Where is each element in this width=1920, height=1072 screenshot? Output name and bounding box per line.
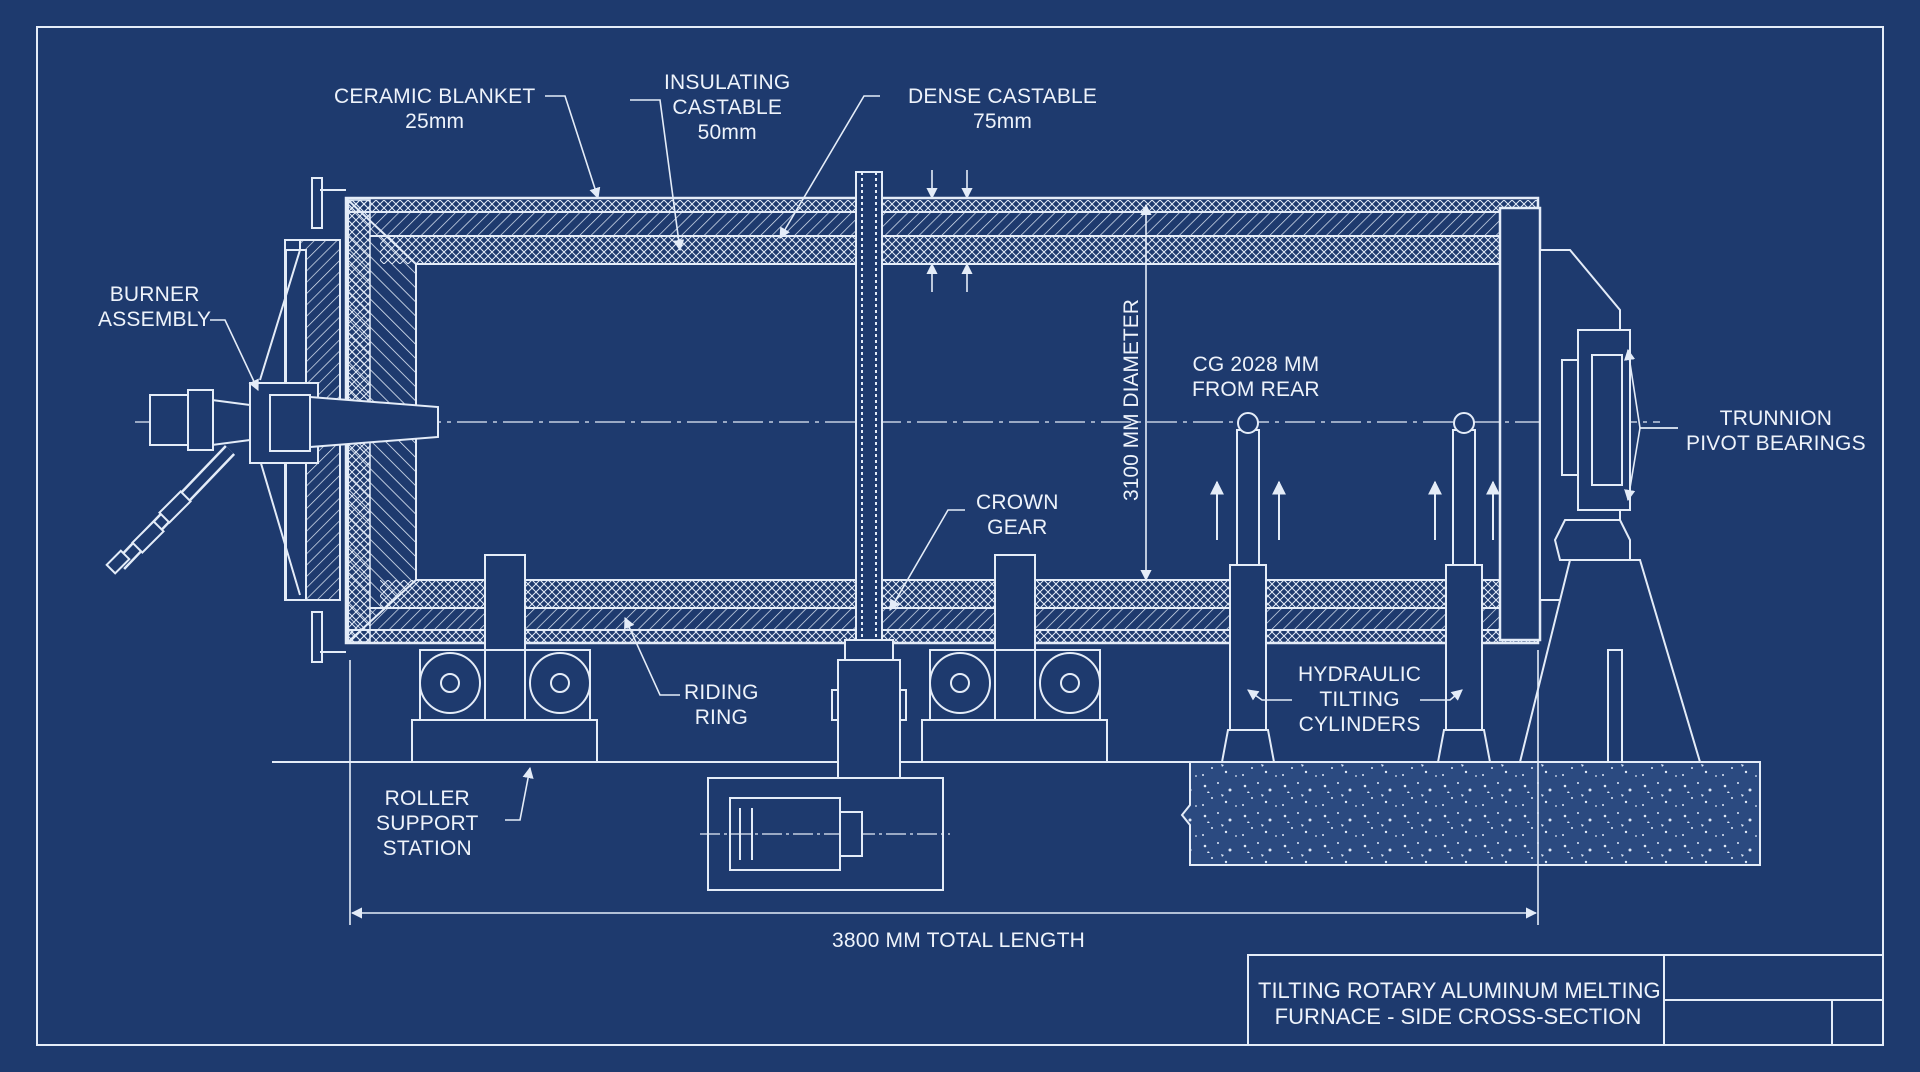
furnace-shell	[344, 196, 1542, 645]
title-block-frame	[1247, 954, 1884, 1046]
center-of-gravity-label: CG 2028 MM FROM REAR	[1192, 353, 1320, 401]
burner-assembly-label: BURNER ASSEMBLY	[98, 283, 212, 331]
drawing-title: TILTING ROTARY ALUMINUM MELTING FURNACE …	[1258, 978, 1661, 1029]
layer-thickness-dimension	[900, 170, 980, 292]
lift-arrows	[1210, 480, 1500, 540]
concrete-foundation	[1180, 761, 1761, 866]
length-dimension	[349, 650, 1539, 925]
roller-support-label: ROLLER SUPPORT STATION	[376, 787, 479, 860]
total-length-label: 3800 MM TOTAL LENGTH	[832, 929, 1085, 952]
trunnion-bearings-label: TRUNNION PIVOT BEARINGS	[1686, 407, 1866, 455]
burner-assembly	[105, 177, 439, 663]
hydraulic-cylinder-right	[1436, 412, 1492, 763]
crown-gear-label: CROWN GEAR	[976, 491, 1059, 539]
riding-ring-label: RIDING RING	[684, 681, 759, 729]
leader-lines	[210, 95, 1678, 821]
roller-support-right	[921, 554, 1108, 763]
roller-support-left	[411, 554, 598, 763]
drive-motor	[700, 659, 950, 891]
dense-castable-label: DENSE CASTABLE 75mm	[908, 85, 1098, 133]
insulating-castable-label: INSULATING CASTABLE 50mm	[664, 71, 791, 144]
hydraulic-cylinders-label: HYDRAULIC TILTING CYLINDERS	[1298, 663, 1422, 736]
hydraulic-cylinder-left	[1220, 412, 1276, 763]
trunnion-bearing	[1518, 249, 1702, 763]
ceramic-blanket-label: CERAMIC BLANKET 25mm	[334, 85, 536, 133]
drawing-border	[36, 26, 1884, 1046]
diameter-label: 3100 MM DIAMETER	[1119, 299, 1143, 501]
